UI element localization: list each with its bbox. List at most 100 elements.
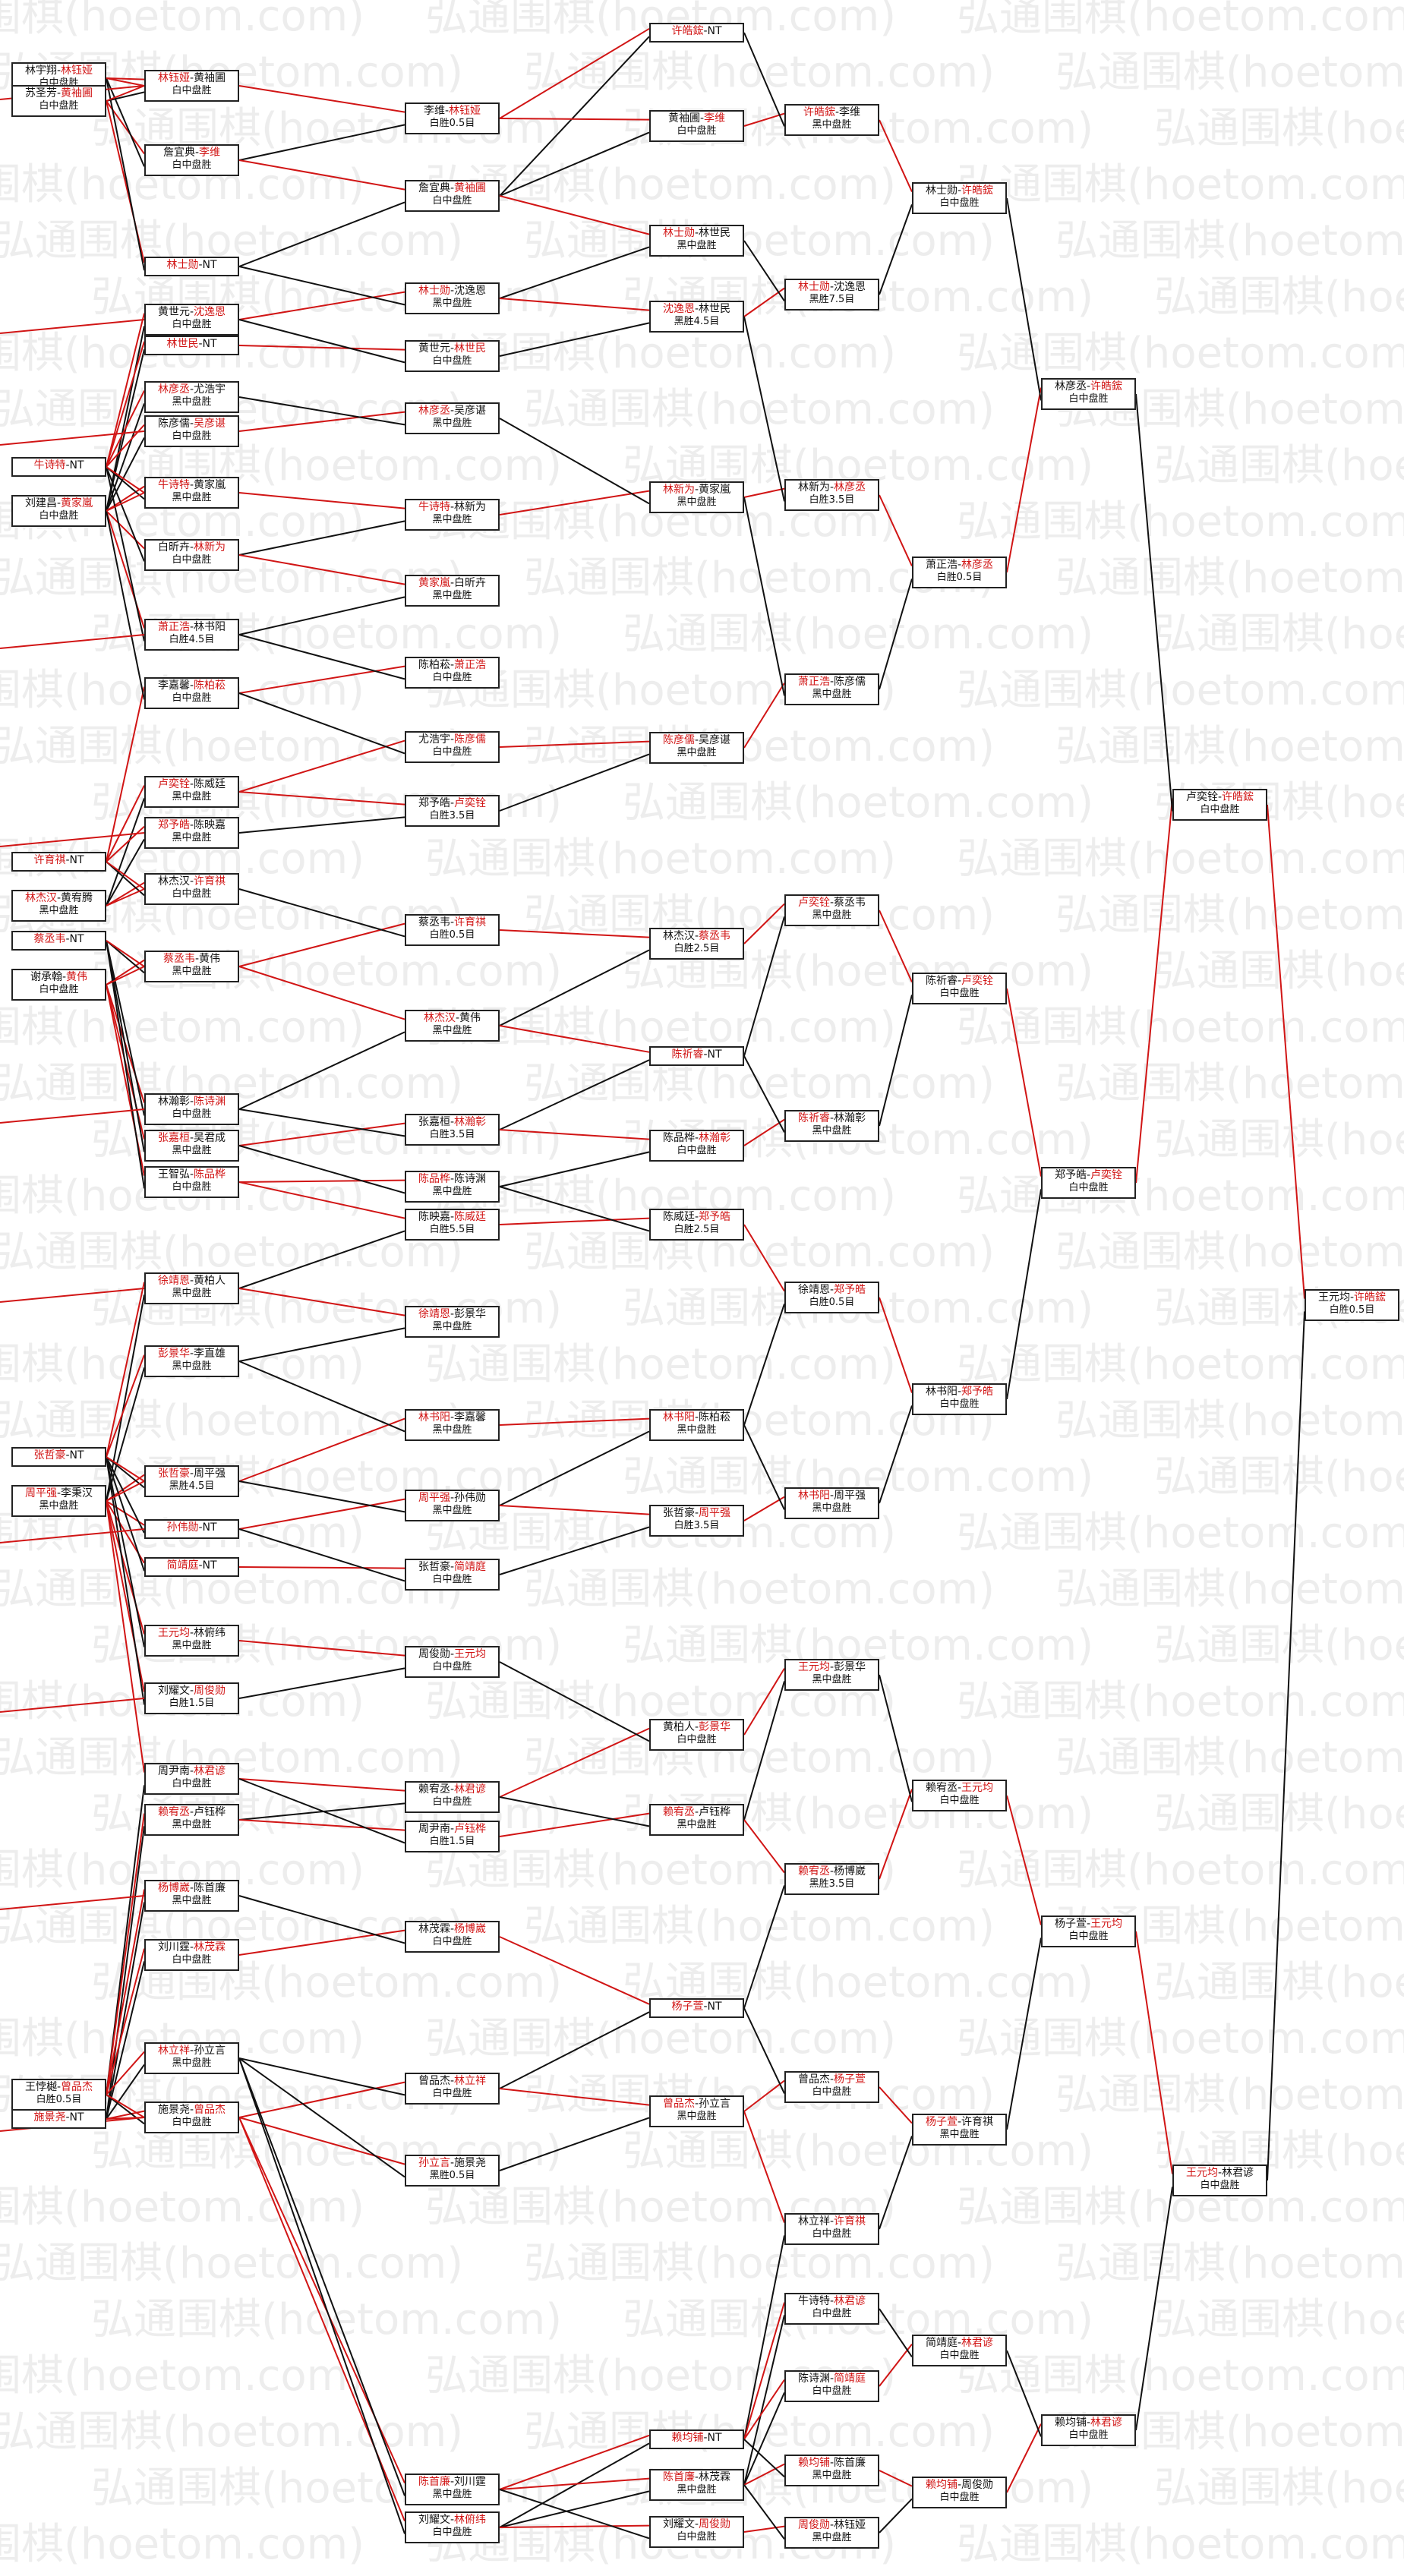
separator: - bbox=[829, 1490, 835, 1502]
player-a: 林杰汉 bbox=[662, 930, 695, 942]
watermark-text: 弘通围棋(hoetom.com) bbox=[1154, 610, 1404, 659]
match-players: 林杰汉-黄伟 bbox=[406, 1012, 498, 1025]
player-b: 林彦丞 bbox=[834, 481, 866, 493]
loser-connector bbox=[106, 1367, 145, 1502]
loser-connector bbox=[106, 1456, 145, 1489]
match-box: 詹宜典-黄袖圃白中盘胜 bbox=[405, 180, 500, 212]
winner-connector bbox=[106, 1354, 145, 1458]
player-a: 陈首廉 bbox=[662, 2471, 695, 2483]
match-result: 黑中盘胜 bbox=[432, 513, 472, 525]
player-b: 杨博崴 bbox=[834, 1865, 866, 1878]
player-a: 林新为 bbox=[662, 484, 695, 496]
match-result: 白胜5.5目 bbox=[429, 1223, 475, 1235]
player-a: 牛诗特 bbox=[33, 459, 66, 471]
separator: - bbox=[189, 418, 194, 430]
loser-connector bbox=[743, 916, 785, 1057]
separator: - bbox=[450, 577, 455, 589]
watermark-text: 弘通围棋(hoetom.com) bbox=[623, 2127, 1093, 2176]
match-players: 林宇翔-林钰娅 bbox=[13, 65, 105, 77]
match-result: 黑胜4.5目 bbox=[674, 315, 720, 327]
winner-connector bbox=[743, 683, 785, 749]
winner-connector bbox=[238, 1819, 405, 1831]
player-a: 林杰汉 bbox=[423, 1012, 456, 1024]
separator: - bbox=[829, 676, 835, 688]
loser-connector bbox=[499, 1526, 650, 1575]
player-b: 李维 bbox=[704, 112, 726, 125]
player-a: 赖宥丞 bbox=[418, 1783, 450, 1796]
match-result: 白胜4.5目 bbox=[169, 633, 215, 645]
match-players: 刘耀文-周俊勋 bbox=[651, 2518, 743, 2531]
bracket-lines bbox=[0, 27, 1305, 2540]
separator: - bbox=[694, 484, 699, 496]
watermark-text: 弘通围棋(hoetom.com) bbox=[1055, 553, 1404, 603]
player-b: 李维 bbox=[199, 147, 221, 159]
separator: - bbox=[829, 1865, 835, 1878]
watermark-text: 弘通围棋(hoetom.com) bbox=[1055, 2070, 1404, 2120]
match-result: 白胜1.5目 bbox=[429, 1835, 475, 1847]
match-box: 牛诗特-NT bbox=[11, 457, 106, 477]
player-a: 林茂霖 bbox=[418, 1923, 450, 1935]
player-a: 曾品杰 bbox=[797, 2073, 830, 2086]
match-players: 陈彦儒-吴彦谌 bbox=[146, 418, 238, 430]
match-players: 李嘉馨-陈柏菘 bbox=[146, 679, 238, 692]
match-box: 林世民-NT bbox=[144, 336, 239, 355]
player-a: 林彦丞 bbox=[1054, 380, 1087, 393]
loser-connector bbox=[499, 2011, 650, 2089]
match-players: 卢奕铨-蔡丞韦 bbox=[786, 897, 878, 910]
loser-connector bbox=[1006, 197, 1042, 401]
winner-connector bbox=[1006, 2423, 1042, 2493]
player-a: 刘耀文 bbox=[662, 2518, 695, 2530]
player-b: 卢钰桦 bbox=[454, 1823, 487, 1835]
match-result: 白中盘胜 bbox=[1068, 1181, 1109, 1193]
separator: - bbox=[835, 106, 840, 118]
loser-connector bbox=[1135, 2187, 1173, 2431]
player-a: 张哲豪 bbox=[33, 1449, 66, 1461]
match-box: 林士勋-沈逸恩黑胜7.5目 bbox=[784, 279, 879, 311]
match-result: 白胜0.5目 bbox=[36, 2093, 82, 2105]
player-a: 林瀚彰 bbox=[157, 1096, 190, 1108]
separator: - bbox=[450, 659, 455, 671]
match-players: 陈诗渊-简靖庭 bbox=[786, 2373, 878, 2385]
winner-connector bbox=[499, 1217, 650, 1225]
player-b: 林君谚 bbox=[454, 1783, 487, 1796]
loser-connector bbox=[238, 1528, 405, 1582]
match-box: 施景尧-NT bbox=[11, 2109, 106, 2129]
separator: - bbox=[198, 1521, 203, 1534]
match-result: 白中盘胜 bbox=[939, 1794, 980, 1806]
winner-connector bbox=[238, 1498, 405, 1530]
match-players: 赖宥丞-林君谚 bbox=[406, 1783, 498, 1796]
match-box: 李维-林钰娅白胜0.5目 bbox=[405, 102, 500, 134]
match-players: 林新为-林彦丞 bbox=[786, 481, 878, 494]
loser-connector bbox=[499, 1186, 650, 1232]
match-players: 赖宥丞-王元均 bbox=[913, 1782, 1005, 1795]
match-players: 詹宜典-李维 bbox=[146, 147, 238, 159]
player-a: 卢奕铨 bbox=[157, 778, 190, 790]
loser-connector bbox=[238, 2057, 405, 2496]
watermark-text: 弘通围棋(hoetom.com) bbox=[425, 834, 896, 884]
separator: - bbox=[189, 679, 194, 692]
player-b: 林新为 bbox=[454, 501, 487, 513]
match-result: 黑中盘胜 bbox=[172, 790, 212, 802]
loser-connector bbox=[743, 240, 785, 301]
player-a: 张哲豪 bbox=[418, 1561, 450, 1573]
winner-connector bbox=[106, 686, 145, 862]
match-result: 白中盘胜 bbox=[172, 888, 212, 900]
match-players: 黄柏人-彭景华 bbox=[651, 1721, 743, 1734]
winner-connector bbox=[106, 940, 145, 967]
loser-connector bbox=[106, 1456, 145, 1647]
separator: - bbox=[189, 1168, 194, 1181]
match-players: 陈映嘉-陈威廷 bbox=[406, 1211, 498, 1224]
match-players: 陈品桦-林瀚彰 bbox=[651, 1132, 743, 1145]
player-a: 陈彦儒 bbox=[662, 734, 695, 746]
match-result: 黑中盘胜 bbox=[172, 1818, 212, 1830]
separator: - bbox=[189, 1627, 194, 1639]
match-result: 白中盘胜 bbox=[172, 1777, 212, 1789]
separator: - bbox=[829, 481, 835, 493]
loser-connector bbox=[238, 692, 405, 755]
separator: - bbox=[189, 1096, 194, 1108]
winner-connector bbox=[743, 2525, 785, 2533]
winner-connector bbox=[0, 430, 145, 446]
loser-connector bbox=[499, 2489, 650, 2540]
loser-connector bbox=[106, 510, 145, 700]
player-b: 林世民 bbox=[699, 303, 731, 315]
